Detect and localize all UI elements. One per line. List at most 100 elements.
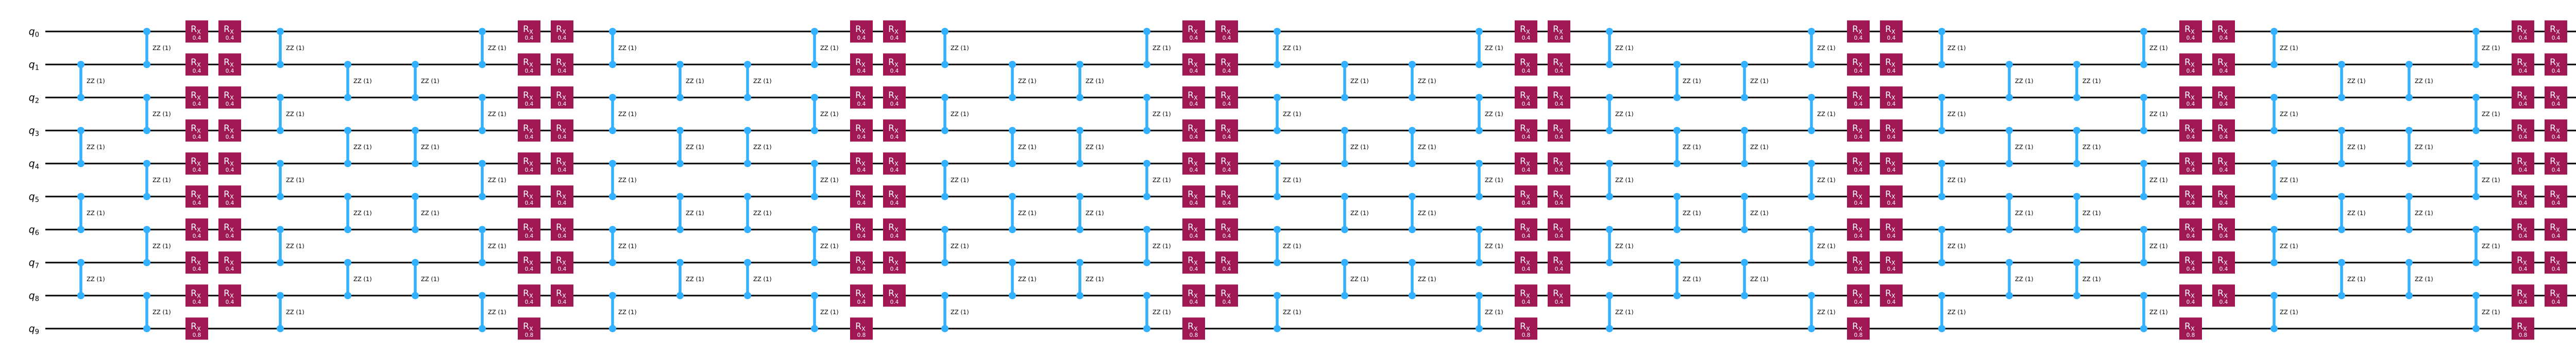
zz-control-dot xyxy=(1476,193,1483,200)
rx-gate: RX0.8 xyxy=(1515,317,1537,340)
zz-control-dot xyxy=(1808,193,1815,200)
zz-gate: ZZ (1) xyxy=(1606,292,1634,332)
rx-gate-theta: 0.4 xyxy=(2519,167,2528,173)
zz-control-dot xyxy=(1741,94,1748,101)
zz-control-dot xyxy=(2338,292,2345,299)
rx-gate-box xyxy=(1847,20,1870,43)
rx-gate: RX0.8 xyxy=(850,317,873,340)
zz-gate-label: ZZ (1) xyxy=(353,209,372,217)
rx-gate: RX0.4 xyxy=(185,152,208,175)
rx-gate-theta: 0.4 xyxy=(226,233,234,239)
zz-gate-label: ZZ (1) xyxy=(2482,242,2500,250)
rx-gate-box xyxy=(2212,53,2235,76)
rx-gate-box xyxy=(1515,86,1537,109)
rx-gate: RX0.4 xyxy=(518,284,540,307)
rx-gate: RX0.4 xyxy=(1548,86,1570,109)
zz-gate-label: ZZ (1) xyxy=(753,143,772,151)
zz-control-dot xyxy=(744,160,751,167)
rx-gate-box xyxy=(1548,53,1570,76)
zz-gate: ZZ (1) xyxy=(744,193,772,233)
zz-control-dot xyxy=(1341,160,1348,167)
rx-gate-theta: 0.4 xyxy=(226,266,234,272)
zz-control-dot xyxy=(1341,226,1348,233)
rx-gate-theta: 0.4 xyxy=(1223,134,1231,140)
rx-gate-theta: 0.4 xyxy=(890,167,899,173)
zz-gate: ZZ (1) xyxy=(2472,226,2500,266)
zz-gate-label: ZZ (1) xyxy=(152,110,171,118)
zz-control-dot xyxy=(2073,94,2080,101)
zz-gate: ZZ (1) xyxy=(1606,160,1634,200)
rx-gate-box xyxy=(218,251,241,274)
zz-control-dot xyxy=(2472,28,2480,35)
qubit-label: q2 xyxy=(29,92,39,105)
rx-gate-box xyxy=(185,86,208,109)
zz-gate: ZZ (1) xyxy=(344,193,372,233)
rx-gate-box xyxy=(185,152,208,175)
rx-gate-theta: 0.4 xyxy=(2219,233,2228,239)
rx-gate-theta: 0.4 xyxy=(193,200,201,206)
rx-gate-box xyxy=(1182,152,1205,175)
rx-gate-box xyxy=(2545,284,2567,307)
rx-gate-box xyxy=(2512,53,2534,76)
zz-control-dot xyxy=(412,61,419,68)
zz-control-dot xyxy=(1673,160,1681,167)
rx-gate-box xyxy=(1515,317,1537,340)
rx-gate: RX0.4 xyxy=(2179,86,2202,109)
zz-gate-label: ZZ (1) xyxy=(753,209,772,217)
zz-control-dot xyxy=(2140,325,2147,332)
rx-gate-theta: 0.4 xyxy=(1522,233,1531,239)
zz-gate-label: ZZ (1) xyxy=(2482,110,2500,118)
zz-control-dot xyxy=(2270,160,2278,167)
rx-gate-box xyxy=(1548,86,1570,109)
rx-gate: RX0.4 xyxy=(551,119,573,142)
zz-gate: ZZ (1) xyxy=(744,127,772,167)
rx-gate-theta: 0.4 xyxy=(1887,35,1896,41)
zz-control-dot xyxy=(1143,325,1150,332)
zz-gate-label: ZZ (1) xyxy=(1350,275,1369,283)
zz-control-dot xyxy=(1938,226,1945,233)
rx-gate-box xyxy=(850,152,873,175)
rx-gate-theta: 0.4 xyxy=(1887,266,1896,272)
zz-gate: ZZ (1) xyxy=(344,259,372,299)
zz-gate: ZZ (1) xyxy=(1938,94,1966,134)
zz-gate: ZZ (1) xyxy=(143,226,171,266)
zz-control-dot xyxy=(1808,259,1815,266)
qubit-label: q6 xyxy=(29,224,39,237)
rx-gate: RX0.4 xyxy=(1548,185,1570,208)
zz-control-dot xyxy=(344,127,351,134)
rx-gate-box xyxy=(1515,53,1537,76)
zz-gate: ZZ (1) xyxy=(77,259,105,299)
zz-gate: ZZ (1) xyxy=(1808,292,1836,332)
rx-gate-theta: 0.4 xyxy=(1854,101,1863,107)
zz-gate: ZZ (1) xyxy=(1274,226,1301,266)
rx-gate-theta: 0.4 xyxy=(1887,68,1896,74)
zz-control-dot xyxy=(811,127,818,134)
zz-control-dot xyxy=(1476,292,1483,299)
zz-control-dot xyxy=(2140,292,2147,299)
zz-control-dot xyxy=(1143,127,1150,134)
rx-gate-theta: 0.4 xyxy=(1190,299,1198,305)
zz-control-dot xyxy=(2405,193,2413,200)
zz-gate: ZZ (1) xyxy=(1476,160,1503,200)
rx-gate-box xyxy=(218,20,241,43)
rx-gate: RX0.8 xyxy=(518,317,540,340)
rx-gate-box xyxy=(850,86,873,109)
rx-gate-theta: 0.4 xyxy=(2187,35,2195,41)
rx-gate: RX0.4 xyxy=(1515,53,1537,76)
zz-gate: ZZ (1) xyxy=(2140,292,2168,332)
zz-control-dot xyxy=(1673,226,1681,233)
rx-gate: RX0.4 xyxy=(850,53,873,76)
zz-control-dot xyxy=(1143,292,1150,299)
rx-gate: RX0.4 xyxy=(518,152,540,175)
zz-gate-label: ZZ (1) xyxy=(2482,176,2500,184)
zz-control-dot xyxy=(609,325,616,332)
zz-gate: ZZ (1) xyxy=(2140,160,2168,200)
rx-gate-theta: 0.4 xyxy=(558,167,567,173)
zz-control-dot xyxy=(1938,292,1945,299)
zz-gate: ZZ (1) xyxy=(143,160,171,200)
zz-gate: ZZ (1) xyxy=(479,292,506,332)
zz-control-dot xyxy=(811,28,818,35)
zz-gate: ZZ (1) xyxy=(1341,193,1369,233)
rx-gate: RX0.4 xyxy=(551,251,573,274)
zz-gate: ZZ (1) xyxy=(77,127,105,167)
